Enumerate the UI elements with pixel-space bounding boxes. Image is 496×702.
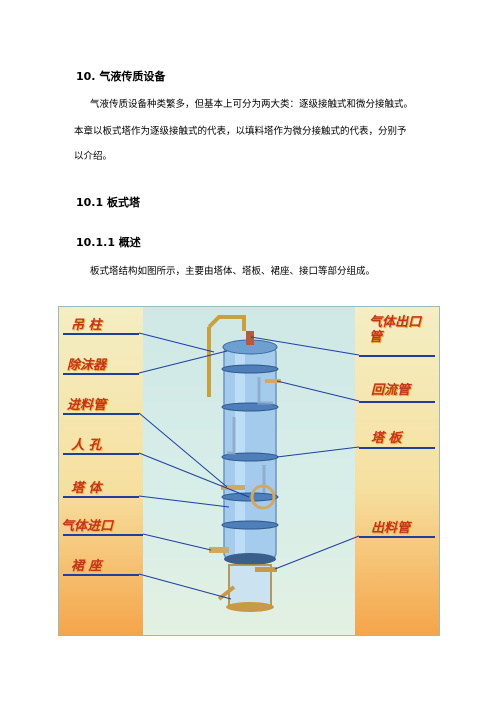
label-discharge-pipe: 出料管 <box>371 521 411 536</box>
gas-inlet-pipe <box>209 547 229 553</box>
skirt-base <box>226 602 274 612</box>
tower-drawing <box>138 315 360 612</box>
label-demister: 除沫器 <box>67 358 107 373</box>
discharge-pipe <box>255 567 277 572</box>
intro-line-3: 以介绍。 <box>74 151 113 162</box>
section-heading: 10. 气液传质设备 <box>76 70 166 83</box>
bottom-head <box>224 553 276 565</box>
label-underline <box>359 401 435 403</box>
downcomers <box>227 377 273 493</box>
tray-tower-figure: 吊 柱 除沫器 进料管 人 孔 塔 体 气体进口 裙 座 气体出口管 回流管 塔… <box>58 306 440 636</box>
label-underline <box>63 333 139 335</box>
subsubsection-heading: 10.1.1 概述 <box>76 236 141 249</box>
label-underline <box>63 413 139 415</box>
label-manhole: 人 孔 <box>71 438 102 453</box>
label-underline <box>359 355 435 357</box>
label-tray: 塔 板 <box>371 431 402 446</box>
intro-line-1: 气液传质设备种类繁多，但基本上可分为两大类：逐级接触式和微分接触式。 <box>90 99 414 110</box>
leader-lines <box>138 332 360 600</box>
label-underline <box>63 496 139 498</box>
label-reflux-pipe: 回流管 <box>371 383 411 398</box>
subsection-heading: 10.1 板式塔 <box>76 196 140 209</box>
gas-outlet-nozzle <box>246 331 254 345</box>
label-underline <box>359 447 435 449</box>
label-underline <box>63 373 139 375</box>
left-panel <box>59 307 143 635</box>
label-underline <box>63 453 139 455</box>
label-underline <box>63 534 143 536</box>
skirt-pipe <box>217 585 236 601</box>
overview-text: 板式塔结构如图所示，主要由塔体、塔板、裙座、接口等部分组成。 <box>90 266 376 277</box>
manhole <box>250 484 276 510</box>
feed-pipe <box>221 485 245 490</box>
label-shell: 塔 体 <box>71 481 102 496</box>
label-underline <box>63 574 139 576</box>
reflux-pipe <box>265 379 281 383</box>
davit <box>207 315 246 397</box>
trays <box>221 364 279 530</box>
label-underline <box>359 536 435 538</box>
right-panel <box>355 307 439 635</box>
label-feed-pipe: 进料管 <box>67 398 107 413</box>
label-davit: 吊 柱 <box>71 318 102 333</box>
label-skirt: 裙 座 <box>71 559 102 574</box>
label-gas-outlet: 气体出口管 <box>369 315 422 345</box>
label-gas-inlet: 气体进口 <box>61 519 114 534</box>
intro-line-2: 本章以板式塔作为逐级接触式的代表，以填料塔作为微分接触式的代表，分别予 <box>74 126 407 137</box>
